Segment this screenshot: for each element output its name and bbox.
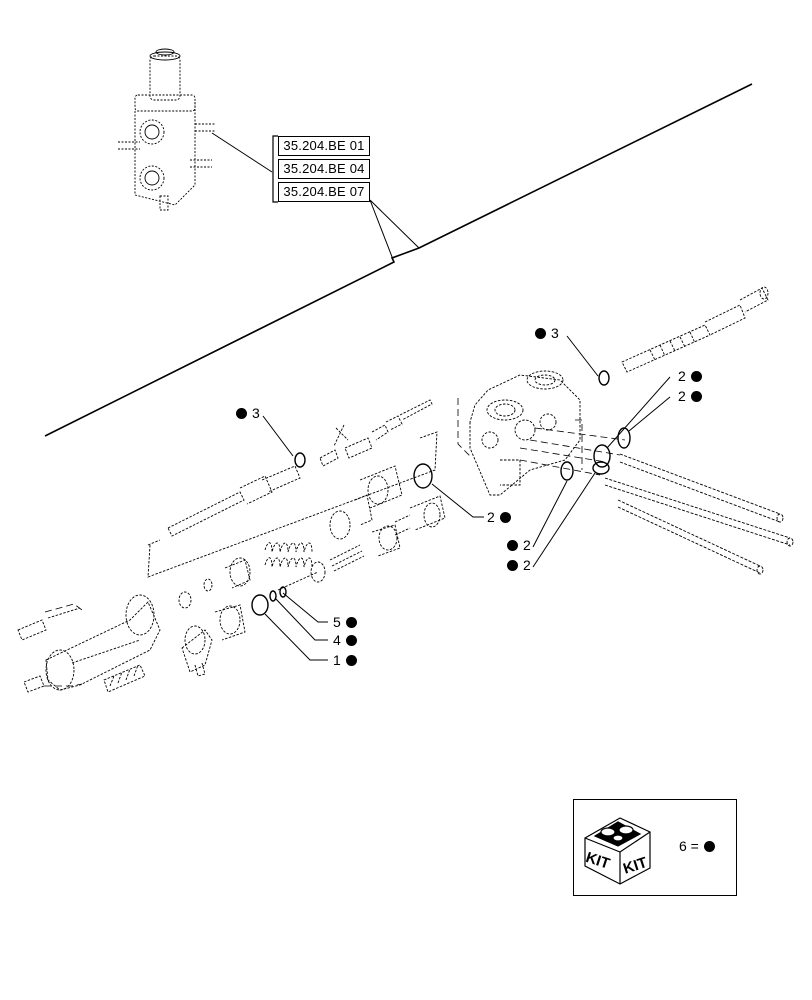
valve-assembly-thumbnail — [118, 48, 215, 211]
reference-box-1[interactable]: 35.204.BE 01 — [278, 136, 370, 156]
valve-body — [469, 370, 581, 496]
kit-legend-frame — [573, 799, 737, 896]
kit-dot-icon — [236, 407, 247, 419]
callout-number: 1 — [333, 652, 341, 668]
callout-number: 2 — [678, 368, 686, 384]
end-cap-guides — [44, 603, 83, 687]
callout-5: 5 — [333, 614, 357, 630]
kit-label-right: KIT — [621, 854, 649, 878]
reference-leader — [211, 132, 273, 173]
callout-2-lower-a: 2 — [507, 537, 531, 553]
kit-dot-icon — [703, 840, 715, 852]
kit-dot-icon — [345, 616, 357, 628]
end-cap-assembly — [17, 594, 246, 693]
kit-dot-icon — [535, 327, 546, 339]
callout-2-upper: 2 — [678, 368, 702, 384]
callout-number: 5 — [333, 614, 341, 630]
callout-3-right: 3 — [535, 325, 559, 341]
reference-bracket — [272, 135, 278, 203]
callout-number: 2 — [678, 388, 686, 404]
callout-number: 3 — [551, 325, 559, 341]
reference-box-3[interactable]: 35.204.BE 07 — [278, 182, 370, 202]
callout-number: 4 — [333, 632, 341, 648]
tie-rods — [604, 453, 794, 575]
callout-2-middle: 2 — [487, 509, 511, 525]
callout-3-left: 3 — [236, 405, 260, 421]
kit-dot-icon — [507, 539, 518, 551]
spool-parts — [147, 399, 446, 609]
callout-2-second: 2 — [678, 388, 702, 404]
kit-label-left: KIT — [584, 849, 612, 873]
kit-dot-icon — [345, 654, 357, 666]
alignment-lines — [457, 398, 626, 476]
kit-dot-icon — [690, 390, 702, 402]
callout-number: 2 — [523, 557, 531, 573]
kit-box-illustration — [584, 817, 651, 885]
kit-dot-icon — [345, 634, 357, 646]
kit-equation-text: 6 = — [679, 838, 699, 854]
reference-box-2[interactable]: 35.204.BE 04 — [278, 159, 370, 179]
callout-2-lower-b: 2 — [507, 557, 531, 573]
seal-rings — [251, 370, 631, 616]
upper-spool — [621, 286, 769, 373]
kit-dot-icon — [690, 370, 702, 382]
callout-4: 4 — [333, 632, 357, 648]
callout-number: 3 — [252, 405, 260, 421]
section-break-line — [44, 83, 753, 437]
callout-number: 2 — [487, 509, 495, 525]
kit-dot-icon — [507, 559, 518, 571]
kit-equation: 6 = — [679, 838, 715, 854]
callout-1: 1 — [333, 652, 357, 668]
bracket-leader — [369, 199, 420, 263]
callout-leaders — [262, 335, 671, 661]
callout-number: 2 — [523, 537, 531, 553]
kit-dot-icon — [499, 511, 511, 523]
